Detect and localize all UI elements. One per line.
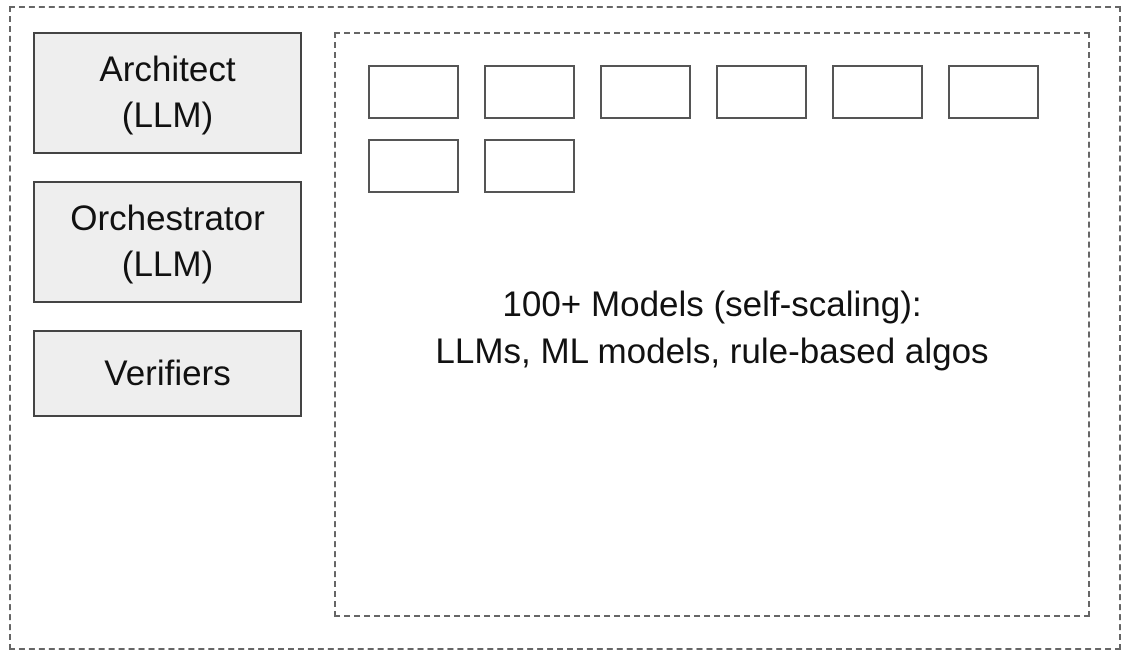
model-slot [600,65,691,119]
model-slot [368,65,459,119]
architect-box: Architect (LLM) [33,32,302,154]
model-slot [484,65,575,119]
models-caption-line-2: LLMs, ML models, rule-based algos [435,332,989,371]
system-boundary [9,6,1121,650]
model-slot [484,139,575,193]
model-slot [832,65,923,119]
models-caption-line-1: 100+ Models (self-scaling): [502,285,922,324]
model-slot [368,139,459,193]
models-pool-frame: 100+ Models (self-scaling): LLMs, ML mod… [334,32,1090,617]
model-slot [716,65,807,119]
model-slot [948,65,1039,119]
orchestrator-label: Orchestrator [70,199,265,238]
models-caption: 100+ Models (self-scaling): LLMs, ML mod… [336,281,1088,375]
verifiers-label: Verifiers [104,353,231,393]
architect-sublabel: (LLM) [121,96,214,135]
verifiers-box: Verifiers [33,330,302,417]
orchestrator-box: Orchestrator (LLM) [33,181,302,303]
architect-label: Architect [99,50,236,89]
orchestrator-sublabel: (LLM) [121,245,214,284]
